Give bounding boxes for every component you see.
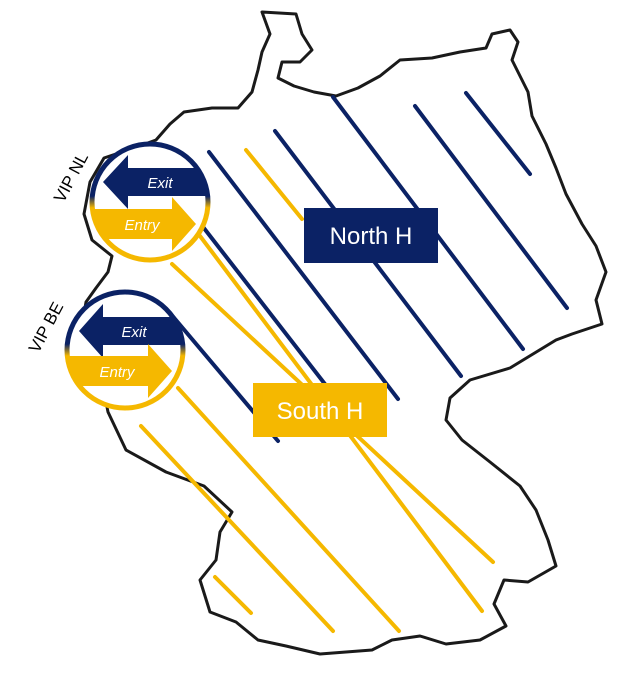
north-h-label: North H: [304, 208, 438, 263]
south-h-label: South H: [253, 383, 387, 437]
south-h-label-text: South H: [277, 398, 364, 425]
vip-be-entry-label: Entry: [99, 364, 136, 381]
vip-nl-ring: [89, 141, 211, 263]
north-h-hatch-line: [184, 203, 330, 390]
vip-be-point: Exit Entry VIP BE: [25, 289, 186, 411]
germany-outline: [78, 10, 608, 656]
south-h-hatch-line: [139, 424, 335, 633]
south-h-hatch-line: [244, 148, 304, 221]
vip-nl-point: Exit Entry VIP NL: [50, 141, 211, 263]
vip-nl-entry-label: Entry: [124, 217, 161, 234]
north-h-label-text: North H: [330, 223, 413, 250]
north-h-zone: [168, 91, 569, 443]
south-h-hatch-line: [213, 575, 253, 615]
vip-be-label: VIP BE: [25, 299, 67, 356]
north-h-hatch-line: [413, 104, 569, 310]
vip-nl-exit-arrow: [103, 155, 208, 209]
north-h-hatch-line: [464, 91, 532, 176]
vip-nl-exit-label: Exit: [147, 175, 173, 192]
vip-be-exit-arrow: [79, 304, 183, 358]
north-h-hatch-line: [207, 150, 400, 401]
vip-be-ring: [64, 289, 186, 411]
vip-nl-entry-arrow: [92, 197, 196, 251]
south-h-label-box: [253, 383, 387, 437]
vip-be-exit-label: Exit: [121, 324, 147, 341]
south-h-hatch-line: [176, 386, 401, 633]
vip-be-entry-arrow: [67, 344, 172, 398]
north-h-label-box: [304, 208, 438, 263]
